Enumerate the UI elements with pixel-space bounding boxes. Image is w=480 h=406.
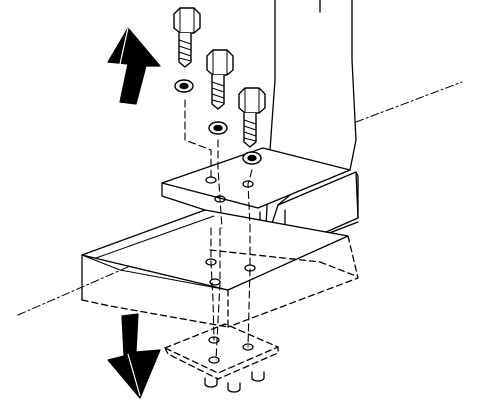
washer-3 <box>242 151 262 165</box>
bolt-2 <box>206 49 234 110</box>
up-arrow <box>107 27 161 105</box>
backing-plate <box>164 323 279 393</box>
frame-member <box>264 0 357 246</box>
bolts <box>173 7 266 148</box>
washer-1 <box>174 79 194 93</box>
washers <box>174 79 262 165</box>
alignment-lines <box>184 99 253 361</box>
washer-2 <box>208 121 228 135</box>
bolt-3 <box>238 87 266 148</box>
down-arrow <box>107 313 161 399</box>
insulator-block <box>81 209 359 328</box>
bolt-1 <box>173 7 201 68</box>
